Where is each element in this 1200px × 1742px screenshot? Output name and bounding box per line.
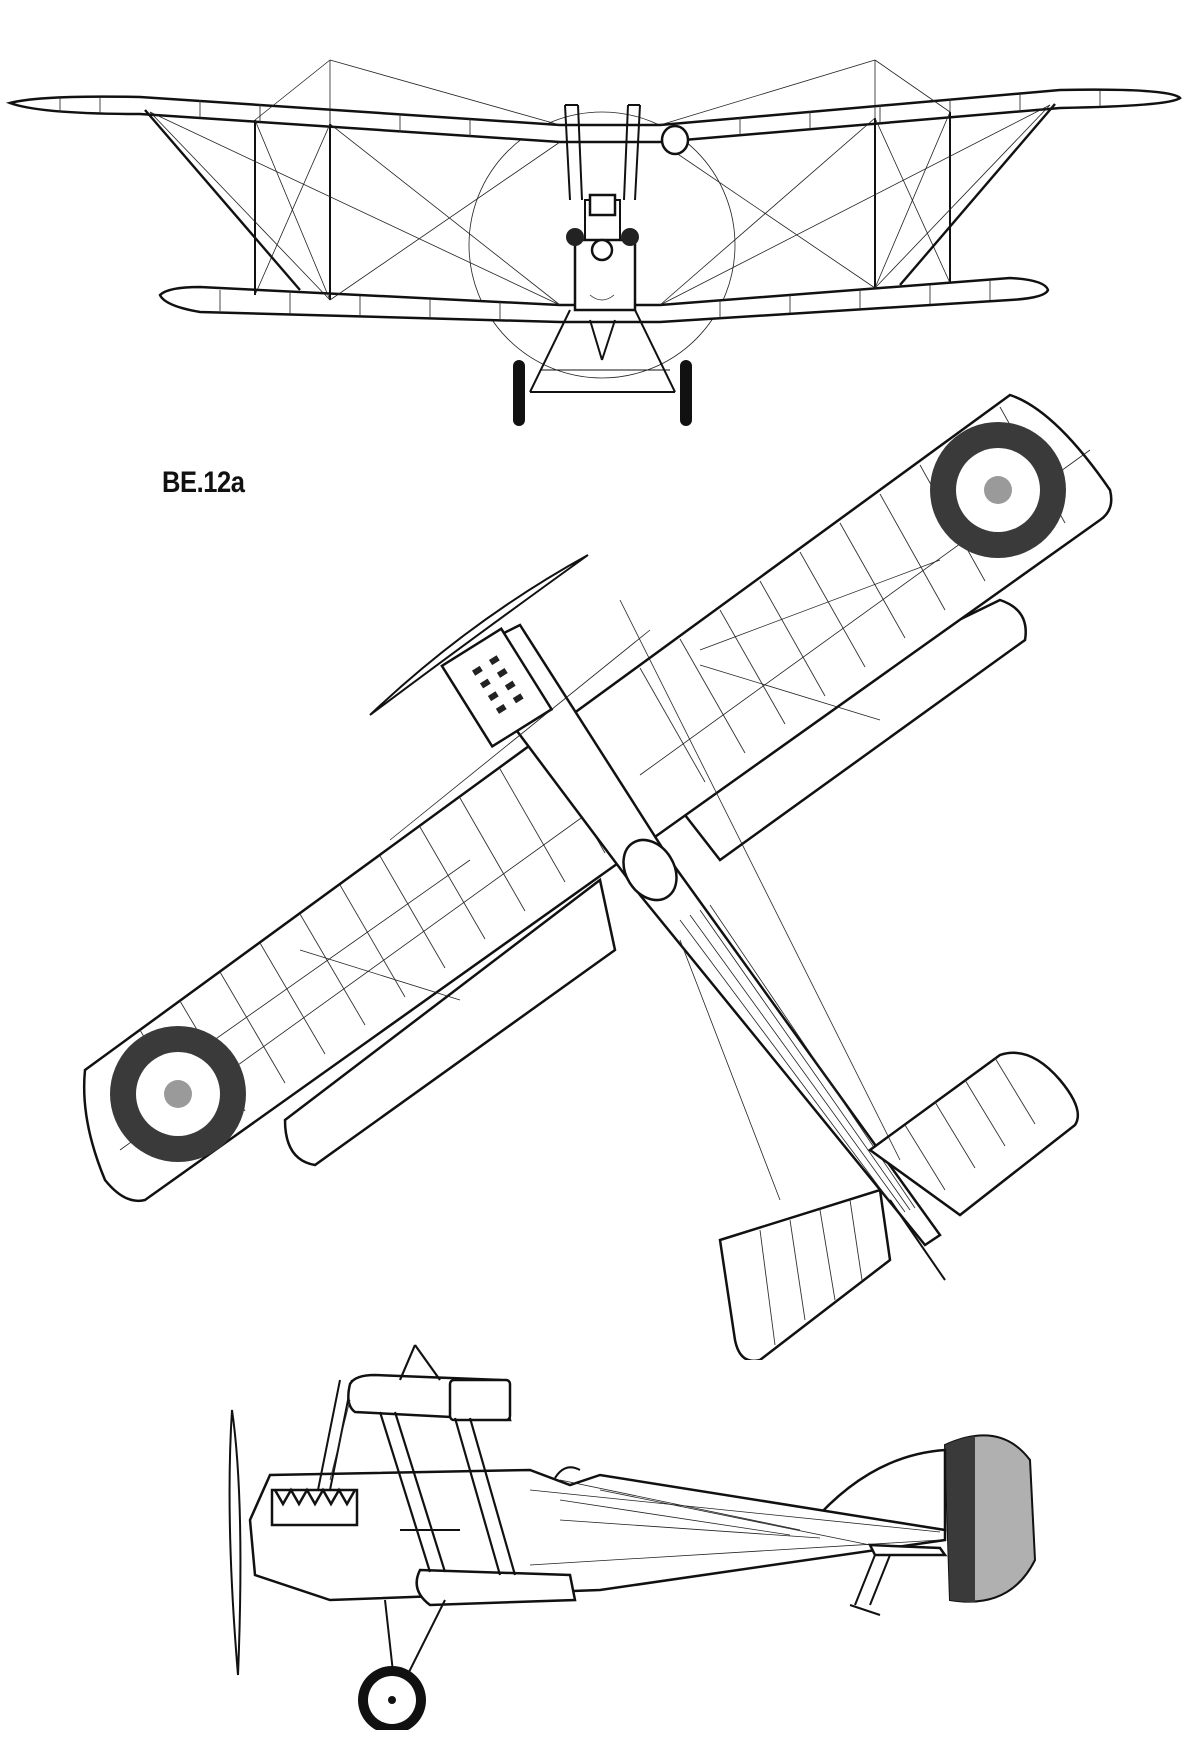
tailplane-side xyxy=(867,1543,948,1557)
left-wheel xyxy=(513,360,525,426)
lower-wing-right-plan xyxy=(648,598,1027,862)
tailskid-side xyxy=(849,1554,891,1616)
rudder-side xyxy=(943,1434,1037,1603)
fin-side xyxy=(807,1448,947,1532)
drawing-title: BE.12a xyxy=(162,466,245,499)
upper-wing-front xyxy=(5,88,1182,144)
propeller-disc xyxy=(468,111,736,379)
cylinder-banks xyxy=(471,655,524,714)
cylinder-left xyxy=(566,228,584,246)
propeller-side xyxy=(228,1409,242,1676)
upper-wing-tip-side xyxy=(448,1378,512,1422)
roundel-left-wing xyxy=(110,1026,246,1162)
side-bracing-wires xyxy=(329,1399,871,1546)
wing-struts-side xyxy=(378,1344,517,1576)
lower-wing-front xyxy=(158,276,1050,324)
tailplane-left xyxy=(718,1188,892,1360)
exhaust-stacks xyxy=(564,104,641,201)
side-view xyxy=(228,1344,1037,1730)
cabane-struts xyxy=(144,103,1056,291)
fuel-tank xyxy=(660,124,690,156)
tailplane-right xyxy=(867,1051,1080,1217)
engine-cowling-plan xyxy=(440,627,554,749)
tail-skid-plan xyxy=(889,1199,946,1281)
engine-side xyxy=(270,1488,359,1527)
main-wheel-side xyxy=(358,1666,426,1730)
interplane-struts xyxy=(254,112,951,300)
cockpit-opening xyxy=(622,838,678,902)
undercarriage-front xyxy=(529,309,676,393)
cylinder-right xyxy=(621,228,639,246)
cockpit-screen-side xyxy=(554,1466,581,1479)
roundel-right-wing xyxy=(930,422,1066,558)
right-wheel xyxy=(680,360,692,426)
propeller-hub xyxy=(590,238,614,262)
tailplane-ribs xyxy=(759,1057,1036,1346)
engine-cylinders xyxy=(273,1487,357,1507)
plan-bracing-wires xyxy=(199,559,941,1201)
rigging-wires xyxy=(149,59,1051,306)
propeller-plan xyxy=(369,554,589,716)
plan-view xyxy=(82,393,1113,1360)
front-view xyxy=(5,59,1182,426)
lower-wing-left-plan xyxy=(283,877,617,1167)
lower-wing-side xyxy=(415,1568,577,1607)
